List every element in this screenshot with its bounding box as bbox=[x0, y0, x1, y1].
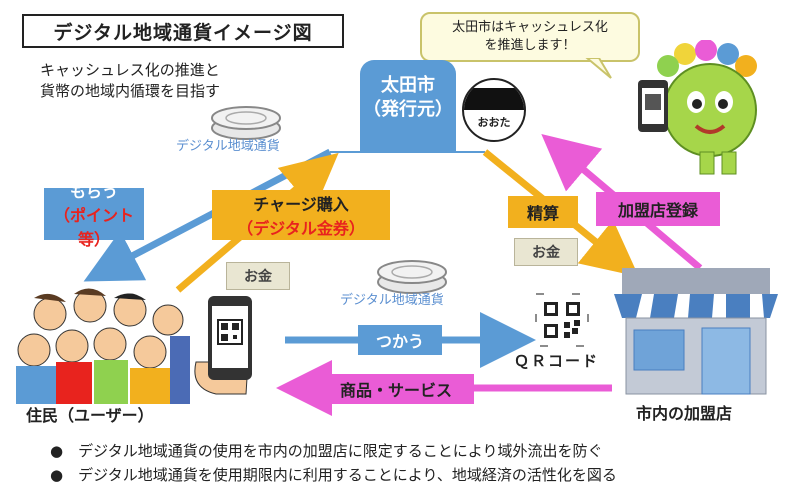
city-logo-icon: おおた bbox=[462, 78, 526, 142]
banknote-icon: お金 bbox=[514, 238, 578, 266]
coin-label: デジタル地域通貨 bbox=[176, 139, 280, 154]
coin-stack-icon bbox=[211, 106, 281, 140]
qr-code-label: ＱＲコード bbox=[514, 352, 600, 370]
charge-badge: チャージ購入 （デジタル金券） bbox=[212, 190, 390, 240]
shop-building-icon bbox=[614, 268, 778, 395]
smartphone-qr-icon bbox=[194, 296, 252, 395]
subtitle-line: 貨幣の地域内循環を目指す bbox=[40, 82, 221, 100]
goods-badge: 商品・サービス bbox=[318, 374, 474, 404]
issuer-name: 太田市 bbox=[381, 75, 435, 96]
residents-crowd-icon bbox=[16, 288, 190, 404]
use-badge: つかう bbox=[358, 325, 442, 355]
coin-label: デジタル地域通貨 bbox=[340, 293, 444, 308]
speech-line: 太田市はキャッシュレス化 bbox=[452, 20, 608, 35]
shop-label: 市内の加盟店 bbox=[636, 404, 733, 423]
note-line: ● デジタル地域通貨を使用期限内に利用することにより、地域経済の活性化を図る bbox=[50, 466, 617, 484]
mascot-icon bbox=[638, 40, 757, 175]
receive-label: もらう bbox=[69, 182, 118, 201]
speech-bubble: 太田市はキャッシュレス化 を推進します！ bbox=[420, 12, 640, 62]
coin-stack-icon bbox=[377, 260, 447, 294]
qr-code-icon bbox=[535, 293, 589, 347]
residents-label: 住民（ユーザー） bbox=[26, 406, 154, 425]
issuer-role: （発行元） bbox=[363, 99, 453, 120]
banknote-icon: お金 bbox=[226, 262, 290, 290]
receive-badge: もらう （ポイント等） bbox=[44, 182, 144, 249]
speech-line: を推進します！ bbox=[484, 38, 576, 53]
register-badge: 加盟店登録 bbox=[596, 192, 720, 226]
page-title: デジタル地域通貨イメージ図 bbox=[22, 14, 344, 48]
note-line: ● デジタル地域通貨の使用を市内の加盟店に限定することにより域外流出を防ぐ bbox=[50, 442, 603, 460]
settle-badge: 精算 bbox=[508, 196, 578, 228]
subtitle-line: キャッシュレス化の推進と bbox=[40, 61, 220, 79]
receive-sublabel: （ポイント等） bbox=[53, 206, 134, 249]
issuer-building: 太田市 （発行元） bbox=[360, 60, 456, 152]
charge-sublabel: （デジタル金券） bbox=[237, 219, 365, 238]
subtitle: キャッシュレス化の推進と 貨幣の地域内循環を目指す bbox=[40, 60, 290, 102]
charge-label: チャージ購入 bbox=[253, 195, 349, 214]
city-logo-text: おおた bbox=[477, 116, 511, 129]
speech-bubble-tail bbox=[585, 58, 612, 79]
